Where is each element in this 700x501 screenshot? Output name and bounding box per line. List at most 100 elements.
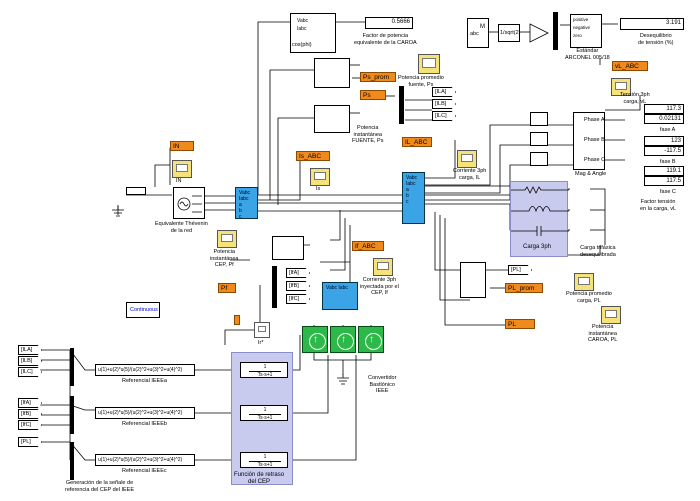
carga3ph-label: Carga 3ph [523,244,552,250]
vl-abc-goto[interactable]: vL_ABC [612,61,648,71]
phase-b-label: Phase B [584,137,605,143]
tf-b-bar [249,414,281,415]
retraso-label: Función de retraso del CEP [234,472,285,485]
in-scope[interactable] [172,160,192,178]
mag-angle-label: Mag & Angle [575,171,607,177]
tf-c[interactable]: 1 Ts·s+1 [240,452,288,468]
in-goto[interactable]: IN [170,141,194,151]
vmeas-c[interactable] [530,152,548,166]
block-port-label: Vabc [297,18,309,24]
fcn-b-expr: u(1)+u(2)*u(5)/(u(2)^2+u(3)^2+u(4)^2) [98,410,183,416]
corriente-iny-label: Corriente 3ph inyectada por el CEP, If [360,277,399,296]
sqrt-block[interactable]: 1/sqrt(2) [498,24,520,42]
from-ila[interactable]: [ILA] [18,345,42,355]
vmeas-b[interactable] [530,132,548,146]
if-mux[interactable] [272,266,277,308]
from-ilb[interactable]: [ILB] [18,356,42,366]
from-ifb-mid[interactable]: [IfB] [286,281,310,291]
factor-display: 0.5666 [365,17,413,29]
estandar-block[interactable]: positive negative zero [570,14,602,48]
ps-power-block[interactable] [314,105,350,133]
ps-prom-scope[interactable] [418,54,440,74]
neutral-block[interactable] [126,187,146,195]
vmeas-a[interactable] [530,112,548,126]
ground-icon-converter [337,374,349,385]
if-abc-goto[interactable]: If_ABC [352,241,384,251]
ref-b-label: Referencial IEEEb [122,421,167,427]
ps-prom-label: Potencia promedio fuente, Ps [398,75,444,88]
corriente-carga-scope[interactable] [457,150,477,168]
fase-b-ang: -117.5 [644,146,684,156]
mux-b[interactable] [70,396,74,434]
fase-b-label: fase B [660,159,676,165]
small-goto[interactable] [234,315,240,325]
generacion-label: Generación de la señale de referencia de… [65,480,134,493]
from-ifb[interactable]: [IfB] [18,409,42,419]
gain-outline [529,23,549,43]
fcn-c[interactable]: u(1)+u(2)*u(5)/(u(2)^2+u(3)^2+u(4)^2) [95,454,195,466]
from-ifc-mid[interactable]: [IfC] [286,294,310,304]
factor-tension-label: Factor tensión en la carga, vL [640,199,677,212]
from-pl[interactable]: [PL] [18,437,42,447]
pl-prom-goto[interactable]: PL_prom [505,283,543,293]
from-ifa-mid[interactable]: [IfA] [286,268,310,278]
pf-power-block[interactable] [272,236,304,260]
convertidor-label: Convertidor Bastlónico IEEE [368,375,397,394]
fase-b-mag: 123 [644,136,684,146]
pl-scope[interactable] [601,306,621,324]
from-pl-right[interactable]: [PL] [508,265,532,275]
fcn-b[interactable]: u(1)+u(2)*u(5)/(u(2)^2+u(3)^2+u(4)^2) [95,407,195,419]
tension-scope[interactable] [611,78,631,96]
fase-a-mag: 117.3 [644,104,684,114]
abc-to-seq-block[interactable]: abc M [467,18,489,48]
fcn-a[interactable]: u(1)+u(2)*u(5)/(u(2)^2+u(3)^2+u(4)^2) [95,364,195,376]
equiv-label: Equivalente Thévenin de la red [155,221,208,234]
tf-b[interactable]: 1 Ts·s+1 [240,405,288,421]
il-abc-goto[interactable]: IL_ABC [402,137,432,147]
pl-prom-scope[interactable] [574,273,594,291]
thevenin-source[interactable] [173,187,205,219]
zero-label: zero [573,33,582,38]
desequilibrio-display: 3.191 [620,18,684,30]
tf-a[interactable]: 1 Ts·s+1 [240,362,288,378]
ps-mux[interactable] [399,86,404,124]
converter-a[interactable] [302,326,328,353]
from-ifc[interactable]: [IfC] [18,420,42,430]
ground-icon-left [112,206,124,217]
ps-goto[interactable]: Ps [360,90,386,100]
mag-angle-block[interactable]: Phase A Phase B Phase C [573,112,605,170]
cosphi-block[interactable]: Vabc Iabc [290,13,336,53]
ps-prom-goto[interactable]: Ps_prom [360,72,396,82]
fase-c-label: fase C [660,189,676,195]
from-ilb-top[interactable]: [ILB] [432,99,456,109]
continuous-block[interactable]: Continuous [126,302,160,318]
ps-prom-power-block[interactable] [314,58,350,88]
carga3ph-subsystem[interactable]: Carga 3ph [510,181,569,257]
pf-scope[interactable] [217,230,237,248]
pl-power-block[interactable] [460,262,486,298]
from-ilc-top[interactable]: [ILC] [432,111,456,121]
pl-goto[interactable]: PL [505,319,535,329]
continuous-label: Continuous [130,307,158,313]
is-scope[interactable] [310,168,330,186]
pf-goto[interactable]: Pf [218,283,236,293]
converter-c[interactable] [358,326,384,353]
fcn-c-expr: u(1)+u(2)*u(5)/(u(2)^2+u(3)^2+u(4)^2) [98,457,183,463]
from-ila-top[interactable]: [ILA] [432,87,456,97]
mux-a[interactable] [70,348,74,386]
from-ilc[interactable]: [ILC] [18,367,42,377]
cep-measurement[interactable]: Vabc Iabc [322,282,358,310]
positive-label: positive [573,17,589,22]
mux-c[interactable] [70,442,74,480]
if-scope[interactable] [373,258,393,276]
tf-c-num: 1 [263,454,267,460]
from-ifa[interactable]: [IfA] [18,398,42,408]
ir-scope[interactable] [254,322,270,338]
converter-b[interactable] [330,326,356,353]
is-abc-goto[interactable]: Is_ABC [296,151,330,161]
block-port-label: Iabc [297,26,307,32]
seq-mux[interactable] [553,12,558,50]
